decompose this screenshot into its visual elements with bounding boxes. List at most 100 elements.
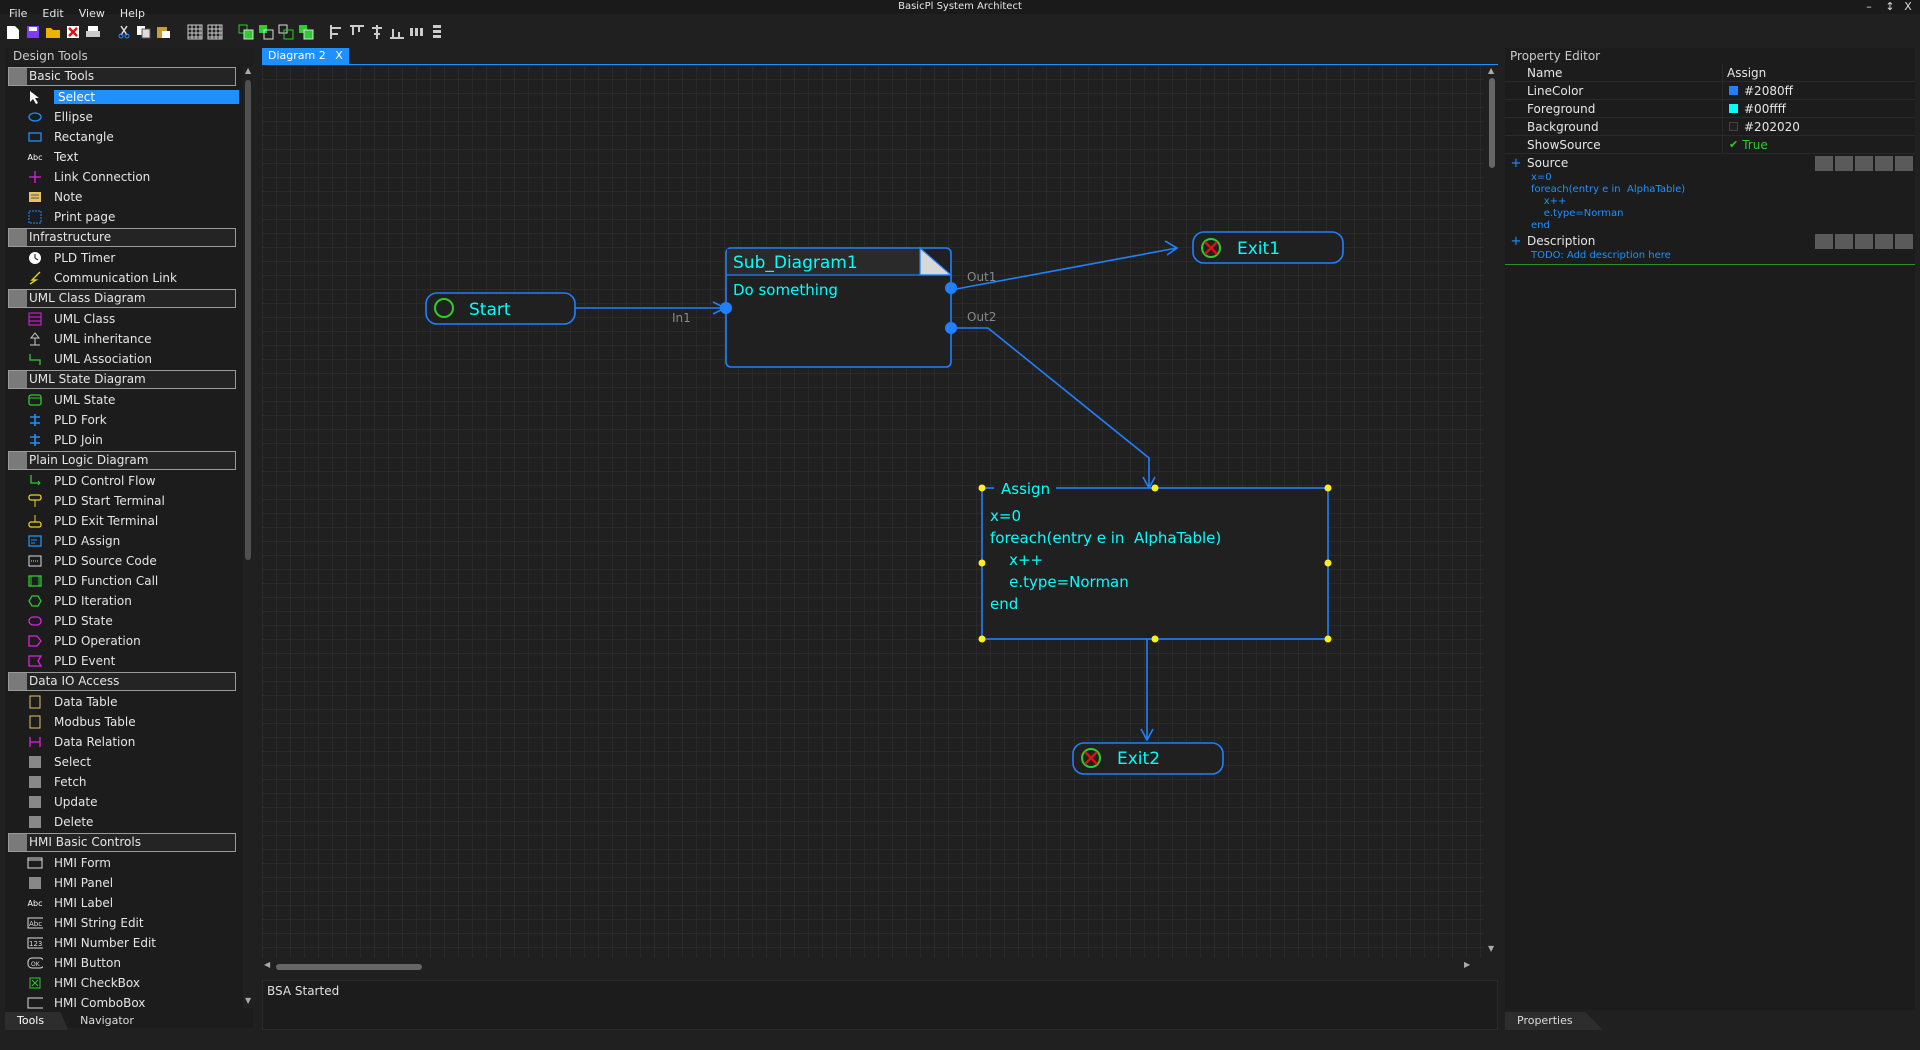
menu-help[interactable]: Help (119, 7, 145, 20)
tool-item[interactable]: PLD Source Code (5, 551, 241, 571)
start-terminal[interactable]: Start (425, 292, 576, 325)
tool-item[interactable]: UML Class (5, 309, 241, 329)
tool-item[interactable]: Modbus Table (5, 712, 241, 732)
canvas-hscroll-thumb[interactable] (276, 964, 422, 970)
property-row-showsource[interactable]: ShowSource ✔True (1505, 136, 1915, 154)
tool-item[interactable]: UML Association (5, 349, 241, 369)
scroll-up-arrow-icon[interactable]: ▲ (1488, 66, 1495, 75)
sub-diagram-node[interactable]: Sub_Diagram1 Do something In1 Out1 Out2 (672, 246, 996, 368)
send-backward-icon[interactable] (297, 24, 314, 41)
print-icon[interactable] (84, 24, 101, 41)
tool-category[interactable]: UML Class Diagram (8, 289, 236, 308)
tool-item[interactable]: PLD State (5, 611, 241, 631)
scroll-up-arrow-icon[interactable]: ▲ (245, 66, 252, 75)
in-port[interactable] (720, 302, 732, 314)
tool-item[interactable]: Data Relation (5, 732, 241, 752)
section-button[interactable] (1855, 156, 1873, 171)
section-button[interactable] (1875, 234, 1893, 249)
out2-port[interactable] (945, 322, 957, 334)
expand-plus-icon[interactable]: + (1510, 233, 1522, 249)
tool-item[interactable]: PLD Exit Terminal (5, 511, 241, 531)
tool-item[interactable]: HMI Panel (5, 873, 241, 893)
scroll-right-arrow-icon[interactable]: ▶ (1464, 960, 1471, 969)
scroll-down-arrow-icon[interactable]: ▼ (1488, 944, 1495, 953)
assign-node[interactable]: Assign x=0 foreach(entry e in AlphaTable… (978, 479, 1332, 643)
connection-out1-exit1[interactable] (950, 247, 1178, 291)
description-text[interactable]: TODO: Add description here (1531, 250, 1671, 261)
tool-item[interactable]: HMI Form (5, 853, 241, 873)
color-swatch[interactable] (1729, 122, 1738, 131)
section-button[interactable] (1835, 234, 1853, 249)
grid-icon[interactable] (186, 24, 203, 41)
tool-item[interactable]: PLD Fork (5, 410, 241, 430)
tool-category[interactable]: HMI Basic Controls (8, 833, 236, 852)
section-button[interactable] (1815, 156, 1833, 171)
tool-item[interactable]: PLD Iteration (5, 591, 241, 611)
expand-plus-icon[interactable]: + (1510, 155, 1522, 171)
resize-handle[interactable] (978, 635, 986, 643)
diagram-canvas[interactable]: Start Sub_Diagram1 Do something In1 Out1… (262, 65, 1484, 958)
property-value[interactable]: #00ffff (1744, 101, 1786, 116)
maximize-button[interactable]: ↕ (1885, 0, 1895, 13)
section-button[interactable] (1895, 234, 1913, 249)
resize-handle[interactable] (978, 559, 986, 567)
tool-item[interactable]: PLD Event (5, 651, 241, 671)
selection-handles[interactable] (978, 484, 1332, 643)
tool-category[interactable]: UML State Diagram (8, 370, 236, 389)
tool-item[interactable]: Note (5, 187, 241, 207)
resize-handle[interactable] (1151, 484, 1159, 492)
close-document-icon[interactable] (64, 24, 81, 41)
tool-item[interactable]: PLD Function Call (5, 571, 241, 591)
property-value[interactable]: True (1742, 137, 1768, 152)
cut-icon[interactable] (115, 24, 132, 41)
open-folder-icon[interactable] (44, 24, 61, 41)
property-row-linecolor[interactable]: LineColor #2080ff (1505, 82, 1915, 100)
resize-handle[interactable] (1324, 484, 1332, 492)
save-icon[interactable] (24, 24, 41, 41)
bring-front-icon[interactable] (237, 24, 254, 41)
tab-properties[interactable]: Properties (1505, 1012, 1603, 1030)
scroll-down-arrow-icon[interactable]: ▼ (245, 996, 252, 1005)
minimize-button[interactable]: – (1866, 0, 1872, 13)
align-bottom-icon[interactable] (388, 24, 405, 41)
section-button[interactable] (1895, 156, 1913, 171)
resize-handle[interactable] (1151, 635, 1159, 643)
align-left-icon[interactable] (328, 24, 345, 41)
tools-scrollbar-thumb[interactable] (245, 80, 251, 560)
color-swatch[interactable] (1729, 104, 1738, 113)
new-file-icon[interactable] (4, 24, 21, 41)
tool-item[interactable]: Print page (5, 207, 241, 227)
property-section-description[interactable]: + Description (1505, 232, 1915, 250)
tool-item[interactable]: PLD Join (5, 430, 241, 450)
document-tab[interactable]: Diagram 2 X (262, 48, 349, 64)
tool-item[interactable]: Update (5, 792, 241, 812)
connection-out2-assign[interactable] (951, 327, 1150, 488)
property-row-foreground[interactable]: Foreground #00ffff (1505, 100, 1915, 118)
tool-item[interactable]: UML inheritance (5, 329, 241, 349)
align-top-icon[interactable] (348, 24, 365, 41)
tool-category[interactable]: Plain Logic Diagram (8, 451, 236, 470)
tool-item[interactable]: Communication Link (5, 268, 241, 288)
copy-icon[interactable] (135, 24, 152, 41)
menu-view[interactable]: View (78, 7, 105, 20)
tool-item[interactable]: PLD Operation (5, 631, 241, 651)
resize-handle[interactable] (1324, 559, 1332, 567)
property-value[interactable]: #202020 (1744, 119, 1800, 134)
menu-edit[interactable]: Edit (42, 7, 64, 20)
paste-icon[interactable] (155, 24, 172, 41)
resize-handle[interactable] (1324, 635, 1332, 643)
tool-item[interactable]: HMI CheckBox (5, 973, 241, 993)
tool-category[interactable]: Infrastructure (8, 228, 236, 247)
section-button[interactable] (1875, 156, 1893, 171)
align-center-icon[interactable] (368, 24, 385, 41)
close-button[interactable]: X (1904, 0, 1912, 13)
tool-item[interactable]: Select (5, 87, 241, 107)
tool-item[interactable]: HMI ComboBox (5, 993, 241, 1013)
section-button[interactable] (1815, 234, 1833, 249)
canvas-vscroll-thumb[interactable] (1489, 78, 1495, 168)
tool-category[interactable]: Data IO Access (8, 672, 236, 691)
